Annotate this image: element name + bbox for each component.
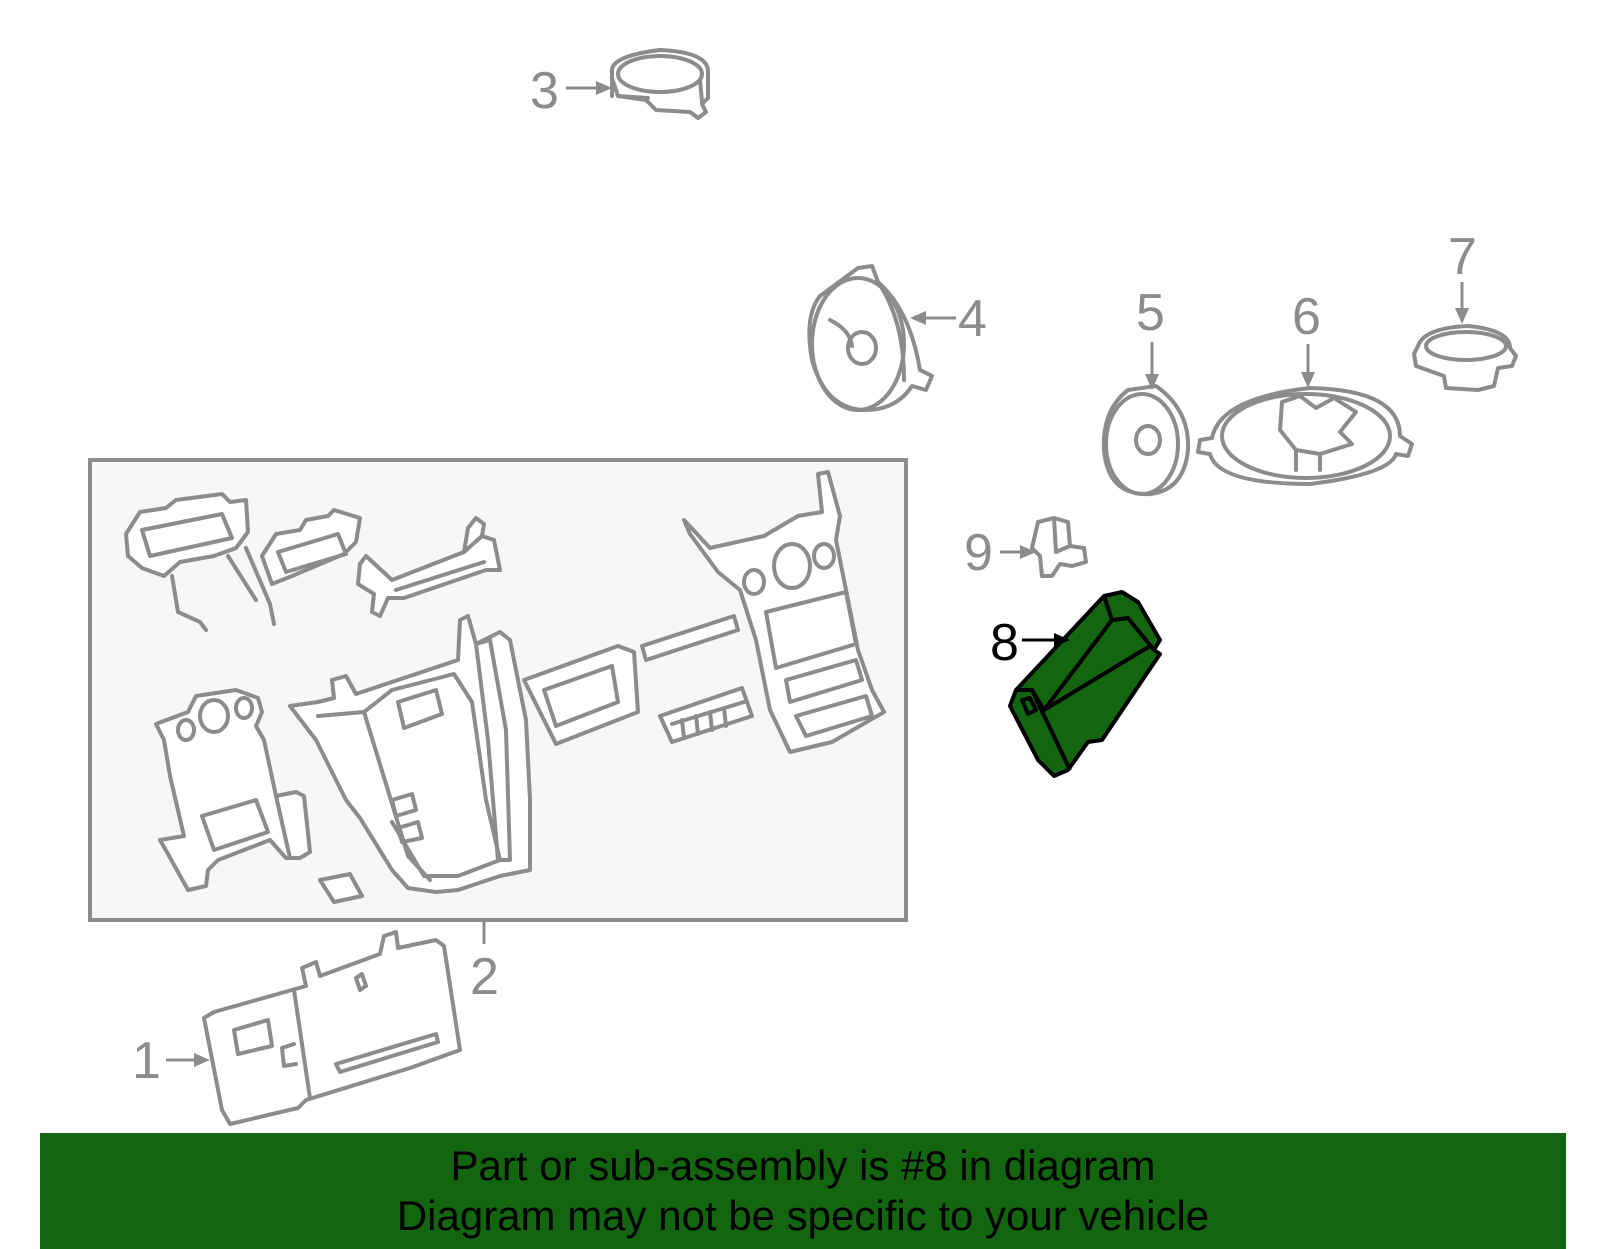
callout-5[interactable]: 5 <box>1136 284 1165 342</box>
callout-3[interactable]: 3 <box>530 62 559 120</box>
sub-part-vent-panel-center[interactable] <box>260 508 362 586</box>
sub-part-trim-strip[interactable] <box>356 516 502 618</box>
leader-4 <box>910 311 956 325</box>
sub-part-display-screen[interactable] <box>522 644 640 746</box>
part-8-module-highlighted[interactable] <box>1008 590 1162 778</box>
callout-1[interactable]: 1 <box>132 1032 161 1090</box>
sub-part-vent-panel-left[interactable] <box>124 492 276 632</box>
leader-7 <box>1455 282 1469 324</box>
part-6-oval-speaker[interactable] <box>1196 386 1414 486</box>
info-banner: Part or sub-assembly is #8 in diagram Di… <box>40 1133 1566 1249</box>
leader-9 <box>1000 545 1036 559</box>
sub-part-center-console-bezel[interactable] <box>288 614 532 894</box>
sub-part-button-panel[interactable] <box>658 686 754 744</box>
sub-part-left-side-panel[interactable] <box>154 688 312 892</box>
callout-2[interactable]: 2 <box>470 948 499 1006</box>
leader-6 <box>1301 344 1315 388</box>
callout-8[interactable]: 8 <box>990 614 1019 672</box>
sub-part-center-bezel-right[interactable] <box>682 470 886 754</box>
sub-part-display-strip[interactable] <box>640 614 740 662</box>
leader-1 <box>166 1053 210 1067</box>
leader-3 <box>566 81 612 95</box>
callout-7[interactable]: 7 <box>1448 228 1477 286</box>
part-3-speaker-ring[interactable] <box>610 48 710 120</box>
part-9-connector[interactable] <box>1030 516 1088 578</box>
part-5-small-speaker[interactable] <box>1101 384 1191 497</box>
callout-4[interactable]: 4 <box>958 290 987 348</box>
leader-8 <box>1022 633 1070 647</box>
sub-part-small-plate[interactable] <box>318 872 364 904</box>
banner-line-part-info: Part or sub-assembly is #8 in diagram <box>450 1142 1156 1189</box>
banner-line-disclaimer: Diagram may not be specific to your vehi… <box>396 1192 1210 1239</box>
part-7-ring[interactable] <box>1412 324 1518 392</box>
part-4-speaker[interactable] <box>807 264 934 412</box>
leader-5 <box>1145 342 1159 390</box>
part-1-control-module[interactable] <box>202 930 462 1126</box>
callout-6[interactable]: 6 <box>1292 288 1321 346</box>
callout-9[interactable]: 9 <box>964 524 993 582</box>
